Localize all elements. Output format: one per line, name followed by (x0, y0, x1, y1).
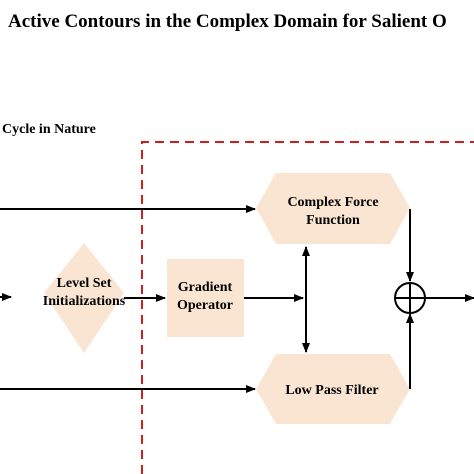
level-set-node (44, 243, 124, 353)
gradient-label-line2: Operator (177, 298, 233, 313)
diagram-title: Active Contours in the Complex Domain fo… (8, 11, 447, 32)
complex-force-node (256, 173, 410, 244)
section-label: Cycle in Nature (2, 122, 96, 137)
gradient-label-line1: Gradient (178, 280, 233, 295)
level-set-label-line2: Initializations (43, 294, 126, 309)
circle-plus-icon (394, 282, 426, 314)
low-pass-filter-node (256, 354, 410, 424)
complex-force-label-line2: Function (306, 213, 360, 228)
level-set-label-line1: Level Set (57, 276, 112, 291)
gradient-operator-node (167, 259, 244, 337)
low-pass-label: Low Pass Filter (285, 383, 378, 398)
dashed-enclosure (141, 141, 474, 474)
complex-force-label-line1: Complex Force (287, 195, 378, 210)
